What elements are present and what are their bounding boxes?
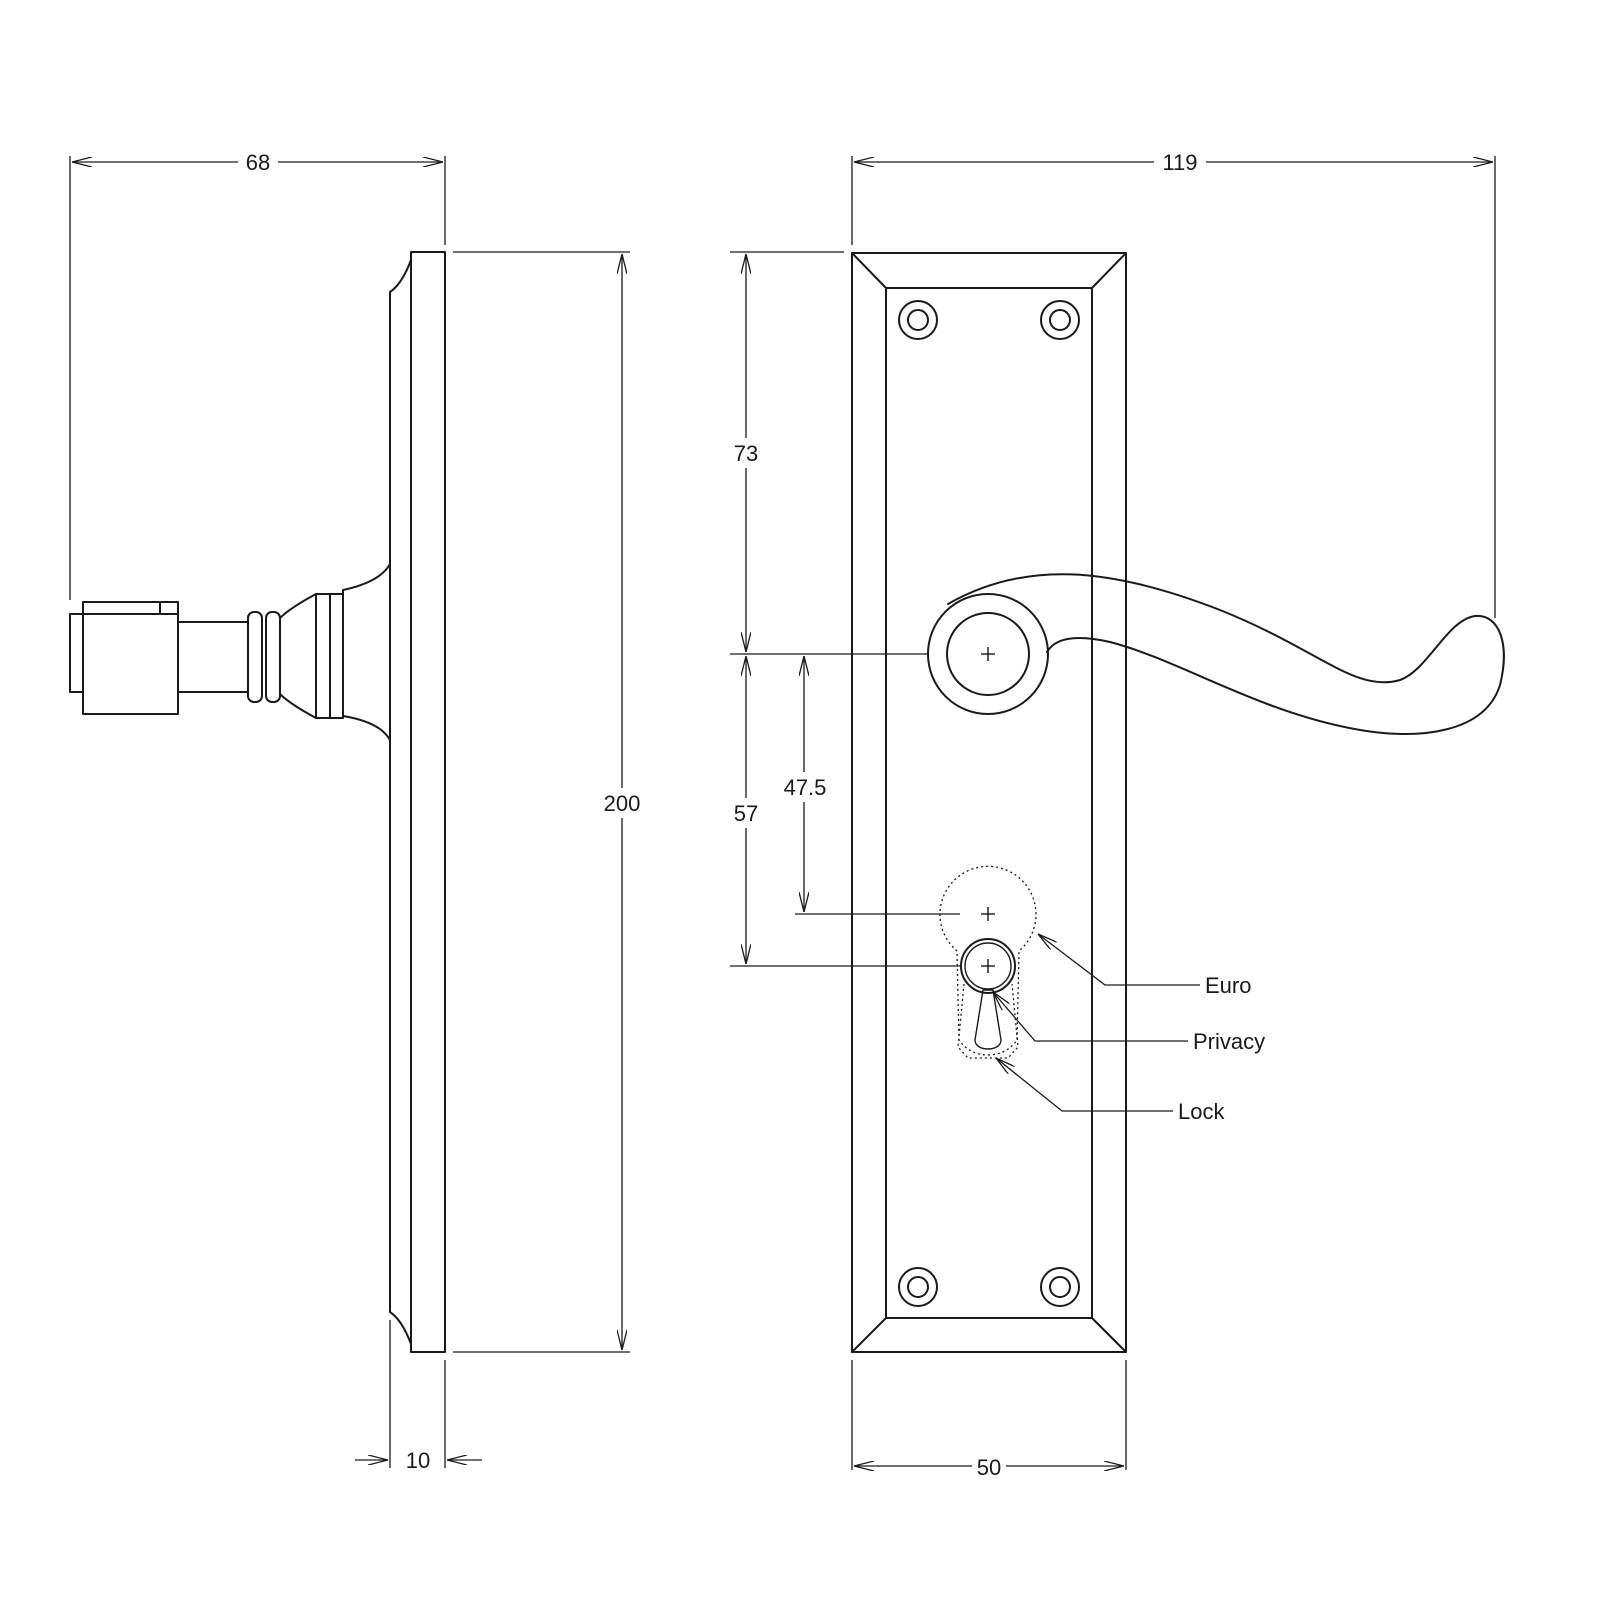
screw-hole-icon	[1040, 300, 1080, 340]
side-lever-tip	[69, 613, 84, 693]
dim-label-68: 68	[246, 150, 270, 175]
callout-euro: Euro	[1205, 973, 1251, 998]
dim-label-57: 57	[734, 801, 758, 826]
dim-label-10: 10	[406, 1448, 430, 1473]
side-backplate	[410, 251, 446, 1353]
side-frontplate	[389, 259, 412, 1345]
euro-centre-cross-icon	[981, 907, 995, 921]
lever-spindle-boss	[946, 612, 1030, 696]
front-view	[851, 252, 1505, 1353]
front-backplate	[851, 252, 1127, 1353]
lock-keyhole-outline	[957, 983, 1019, 1059]
lever-handle	[947, 573, 1505, 735]
dimension-labels: 68 119 200 10 73 57 47.5 50	[238, 148, 1206, 1482]
dim-label-119: 119	[1162, 150, 1197, 175]
dim-label-73: 73	[734, 441, 758, 466]
side-ring-1	[265, 611, 281, 703]
screw-hole-icon	[898, 300, 938, 340]
dim-label-50: 50	[977, 1455, 1001, 1480]
lock-keyhole	[974, 989, 1002, 1050]
dim-label-47-5: 47.5	[784, 775, 827, 800]
privacy-turn	[960, 938, 1016, 994]
screw-hole-icon	[898, 1267, 938, 1307]
side-view	[69, 251, 446, 1353]
callout-labels: Euro Privacy Lock	[1178, 973, 1265, 1124]
side-neck	[279, 593, 317, 719]
dimension-lines	[69, 156, 1496, 1470]
callout-privacy: Privacy	[1193, 1029, 1265, 1054]
front-plate-bevel	[885, 287, 1093, 1319]
side-lever-grip	[82, 601, 179, 715]
dim-label-200: 200	[604, 791, 641, 816]
privacy-centre-cross-icon	[981, 959, 995, 973]
callout-lock: Lock	[1178, 1099, 1225, 1124]
euro-cylinder-outline	[939, 865, 1037, 1056]
side-rose-flare	[342, 563, 391, 741]
side-ring-2	[247, 611, 263, 703]
side-shank	[177, 621, 249, 693]
lever-centre-cross-icon	[981, 647, 995, 661]
screw-hole-icon	[1040, 1267, 1080, 1307]
